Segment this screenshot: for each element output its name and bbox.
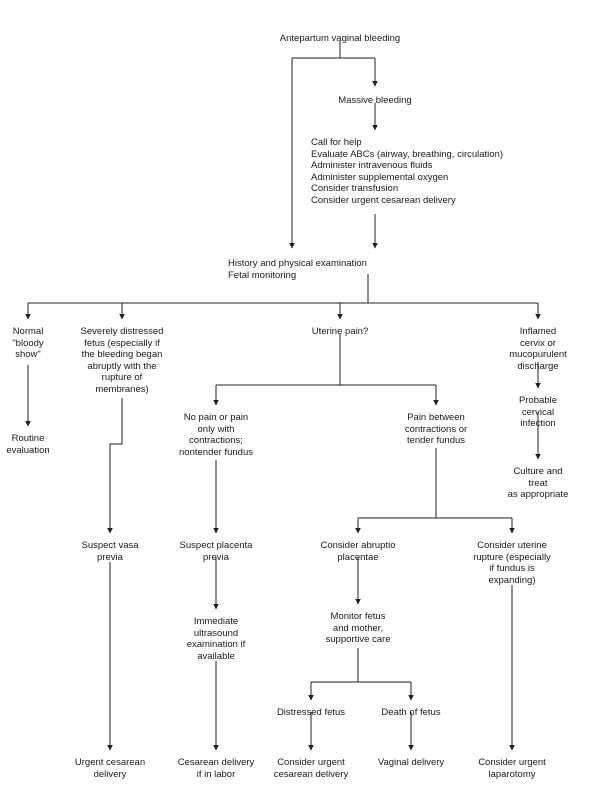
node-no-pain: No pain or pain only with contractions; …: [179, 412, 253, 458]
node-distressed-fetus: Distressed fetus: [276, 707, 346, 718]
node-resuscitation-steps: Call for help Evaluate ABCs (airway, bre…: [311, 137, 504, 206]
node-cesarean-if-in-labor: Cesarean delivery if in labor: [177, 757, 255, 780]
node-history-physical: History and physical examination Fetal m…: [228, 258, 367, 281]
node-inflamed-cervix: Inflamed cervix or mucopurulent discharg…: [509, 326, 567, 372]
node-start: Antepartum vaginal bleeding: [279, 33, 401, 44]
node-pain-between: Pain between contractions or tender fund…: [404, 412, 468, 447]
node-probable-cervical-infection: Probable cervical infection: [518, 395, 558, 430]
node-consider-uterine-rupture: Consider uterine rupture (especially if …: [473, 540, 551, 586]
node-consider-urgent-laparotomy: Consider urgent laparotomy: [478, 757, 546, 780]
node-normal-bloody-show: Normal "bloody show": [12, 326, 44, 361]
node-immediate-ultrasound: Immediate ultrasound examination if avai…: [186, 616, 246, 662]
node-consider-urgent-cesarean: Consider urgent cesarean delivery: [273, 757, 349, 780]
node-severely-distressed-fetus: Severely distressed fetus (especially if…: [80, 326, 164, 395]
edge-distressed-to-vasa: [107, 398, 123, 534]
node-uterine-pain: Uterine pain?: [311, 326, 369, 337]
node-vaginal-delivery: Vaginal delivery: [377, 757, 445, 768]
node-massive-bleeding: Massive bleeding: [338, 95, 412, 106]
node-consider-abruptio: Consider abruptio placentae: [320, 540, 396, 563]
node-culture-and-treat: Culture and treat as appropriate: [507, 466, 569, 501]
node-monitor-fetus: Monitor fetus and mother, supportive car…: [325, 611, 391, 646]
node-urgent-cesarean-delivery: Urgent cesarean delivery: [74, 757, 146, 780]
node-suspect-vasa-previa: Suspect vasa previa: [81, 540, 139, 563]
node-routine-evaluation: Routine evaluation: [6, 433, 50, 456]
node-death-of-fetus: Death of fetus: [381, 707, 441, 718]
node-suspect-placenta-previa: Suspect placenta previa: [179, 540, 253, 563]
